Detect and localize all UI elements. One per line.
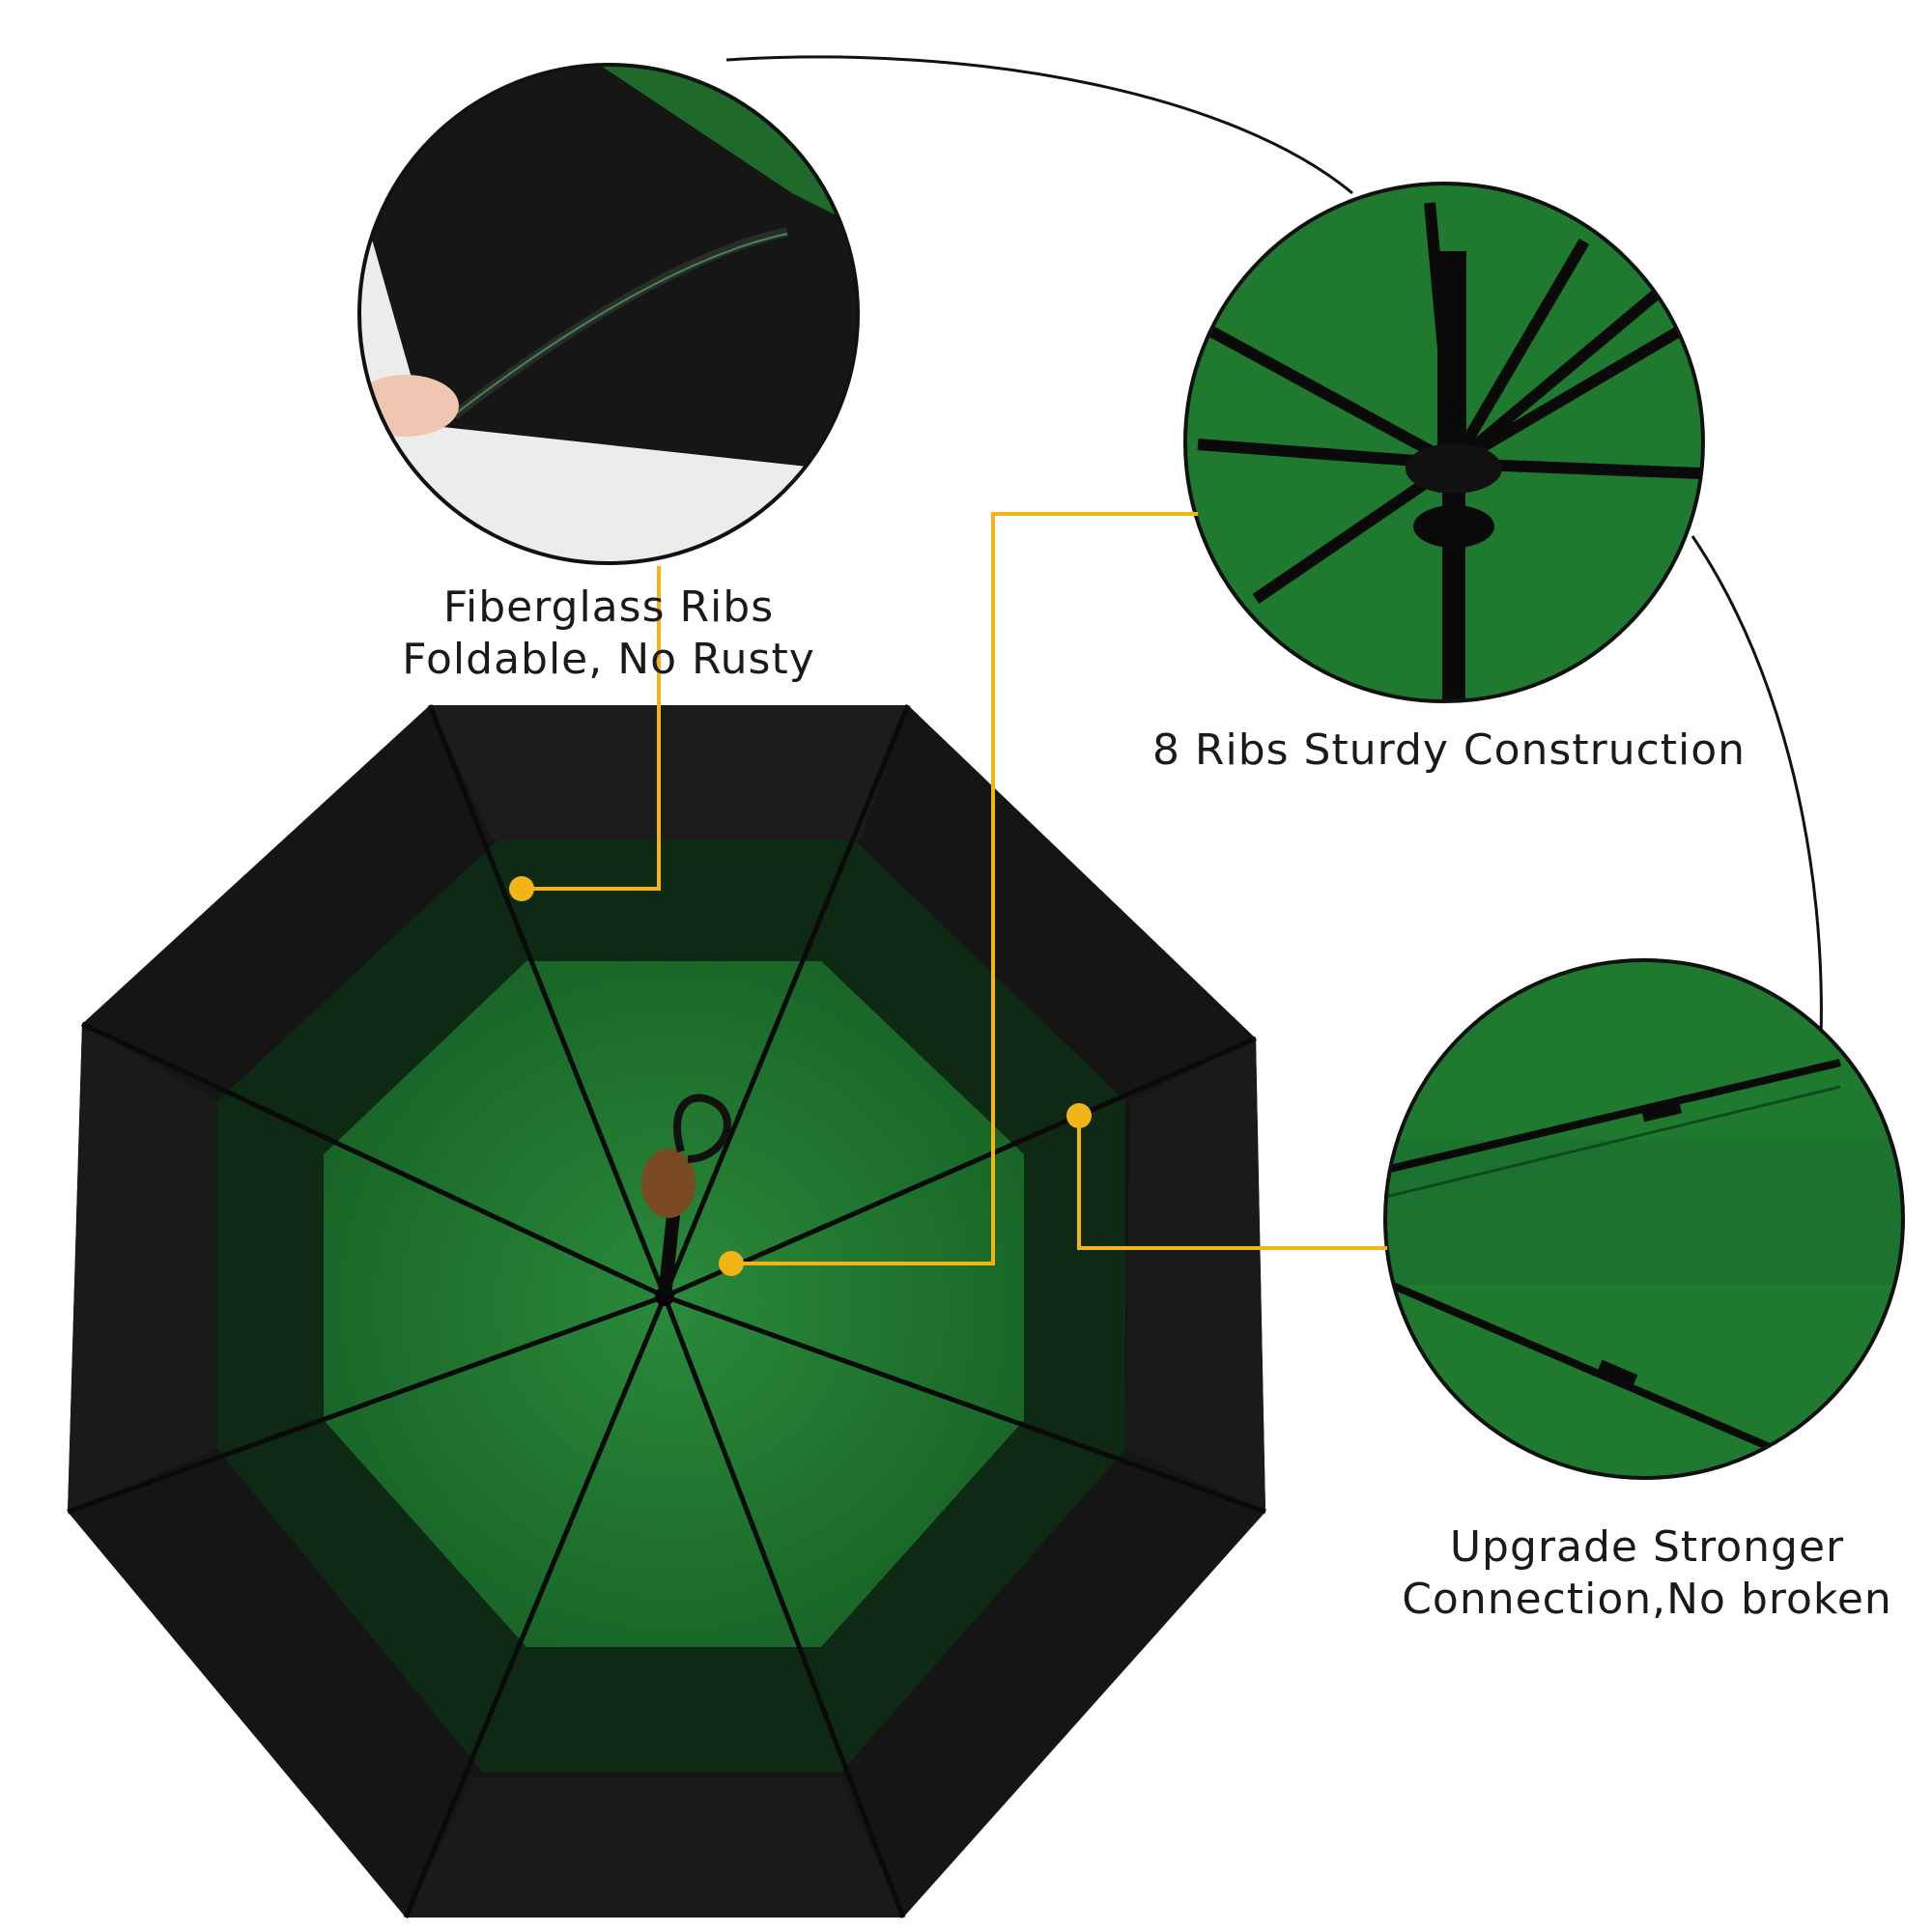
caption-line: Foldable, No Rusty — [402, 635, 815, 684]
wood-handle — [641, 1149, 696, 1218]
caption-line: Upgrade Stronger — [1449, 1522, 1845, 1572]
callout-dots — [509, 876, 1092, 1276]
caption-stronger-connection: Upgrade Stronger Connection,No broken — [1391, 1521, 1903, 1626]
caption-line: 8 Ribs Sturdy Construction — [1151, 725, 1747, 775]
zoom-rib-detail — [359, 65, 858, 563]
caption-8-ribs: 8 Ribs Sturdy Construction — [1145, 724, 1753, 777]
zoom-connection-detail — [1385, 960, 1903, 1478]
caption-line: Connection,No broken — [1402, 1575, 1892, 1624]
umbrella-canopy — [67, 704, 1266, 1918]
callout-lines — [522, 512, 1387, 1265]
zoom-ribs-detail — [1185, 184, 1703, 701]
connector-arc — [725, 55, 1823, 1039]
caption-line: Fiberglass Ribs — [442, 582, 775, 632]
caption-fiberglass-ribs: Fiberglass Ribs Foldable, No Rusty — [386, 582, 831, 686]
wrist-strap — [672, 1094, 731, 1163]
